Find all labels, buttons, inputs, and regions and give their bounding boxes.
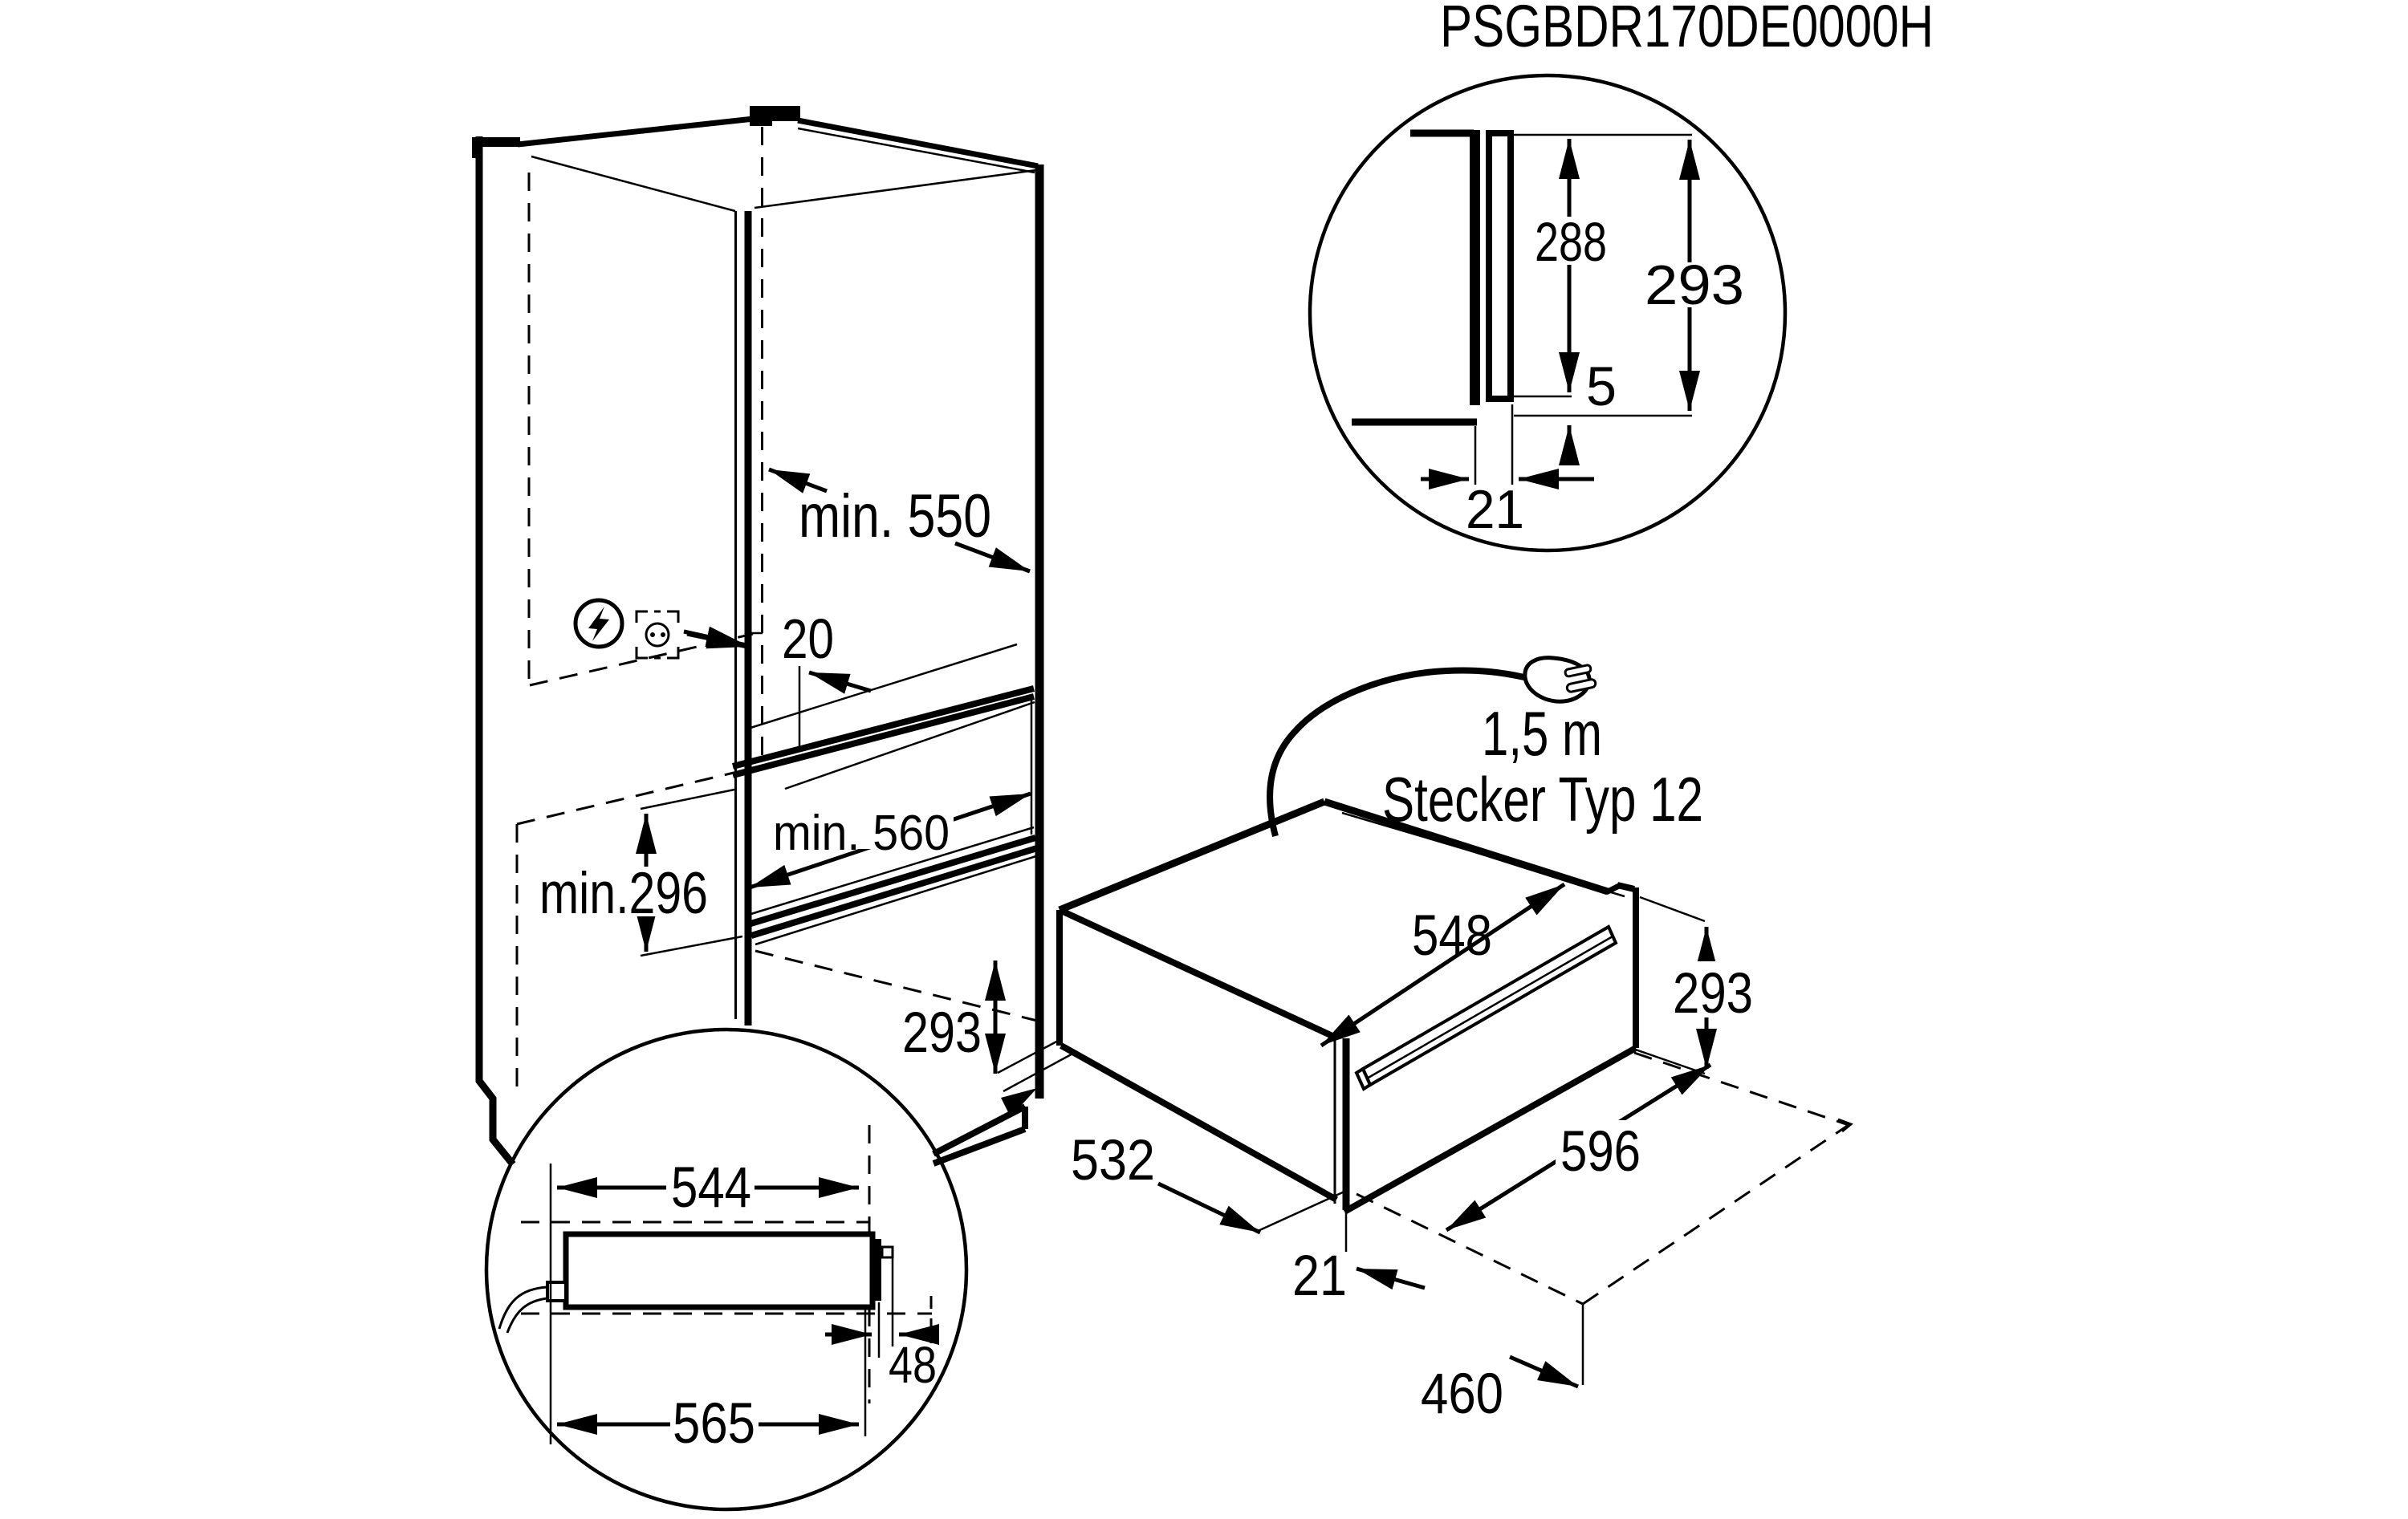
svg-text:min. 560: min. 560 <box>773 806 950 861</box>
svg-text:288: 288 <box>1535 211 1607 273</box>
svg-text:PSGBDR170DE0000H: PSGBDR170DE0000H <box>1440 0 1934 59</box>
svg-text:5: 5 <box>1586 355 1617 417</box>
svg-text:460: 460 <box>1421 1363 1503 1426</box>
svg-text:293: 293 <box>1673 962 1753 1026</box>
svg-text:min.296: min.296 <box>539 861 708 926</box>
svg-text:Stecker Typ 12: Stecker Typ 12 <box>1382 764 1703 835</box>
svg-text:1,5 m: 1,5 m <box>1482 698 1602 769</box>
svg-text:21: 21 <box>1292 1245 1347 1308</box>
svg-text:20: 20 <box>782 607 834 670</box>
svg-text:544: 544 <box>671 1156 751 1220</box>
svg-text:293: 293 <box>1645 254 1744 316</box>
svg-text:48: 48 <box>889 1336 937 1394</box>
svg-text:565: 565 <box>673 1392 755 1456</box>
svg-text:596: 596 <box>1560 1120 1641 1184</box>
svg-text:548: 548 <box>1412 904 1492 968</box>
svg-text:min. 550: min. 550 <box>799 482 991 550</box>
svg-text:532: 532 <box>1071 1129 1155 1192</box>
svg-text:293: 293 <box>902 1001 982 1065</box>
svg-text:21: 21 <box>1466 479 1524 540</box>
